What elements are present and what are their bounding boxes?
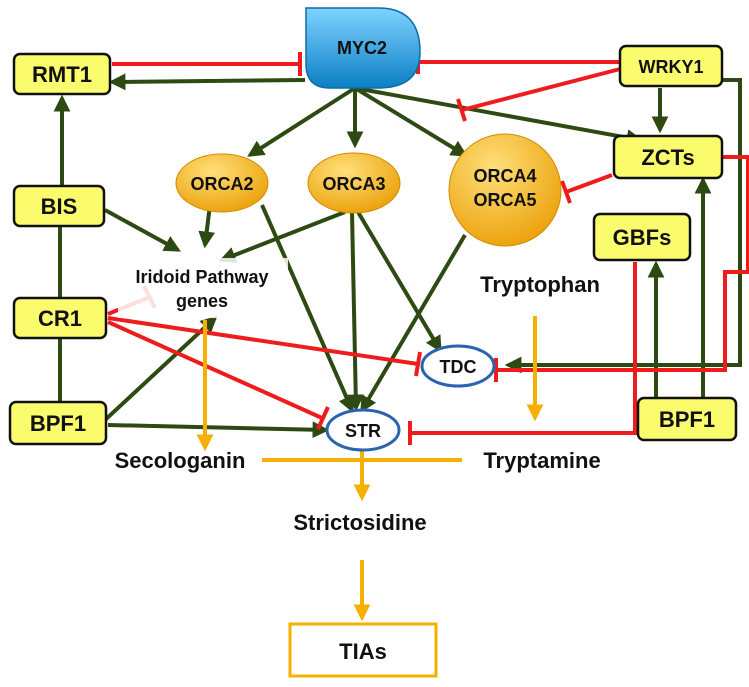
edge-myc2-to-rmt1 <box>108 73 306 91</box>
rmt1-label: RMT1 <box>32 62 92 87</box>
strictosidine-label: Strictosidine <box>293 510 426 535</box>
tias-label: TIAs <box>339 639 387 664</box>
node-orca4-orca5: ORCA4 ORCA5 <box>448 133 562 247</box>
edge-bpf1-to-iridoid <box>103 315 218 422</box>
edge-bpf1-to-str <box>107 421 330 439</box>
node-rmt1: RMT1 <box>12 52 112 96</box>
tryptophan-label: Tryptophan <box>480 272 600 297</box>
node-zcts: ZCTs <box>612 134 724 180</box>
wrky1-label: WRKY1 <box>638 57 703 77</box>
edge-zcts-represses-orca45 <box>565 173 613 194</box>
edge-orca2-to-iridoid <box>198 204 216 249</box>
edge-myc2-to-zcts <box>354 86 644 146</box>
myc2-label: MYC2 <box>337 38 387 58</box>
node-iridoid-pathway: Iridoid Pathway genes <box>118 258 288 318</box>
edge-cr1-represses-str <box>107 320 323 420</box>
str-label: STR <box>345 421 381 441</box>
edge-orca3-to-str <box>347 211 365 412</box>
edge-wrky1-orca-bar <box>456 98 467 122</box>
orca5-label: ORCA5 <box>473 190 536 210</box>
node-gbfs: GBFs <box>592 212 692 262</box>
bis-label: BIS <box>41 194 78 219</box>
node-orca2: ORCA2 <box>175 153 269 213</box>
iridoid-label-line1: Iridoid Pathway <box>135 267 268 287</box>
cr1-label: CR1 <box>38 306 82 331</box>
iridoid-label-line2: genes <box>176 291 228 311</box>
edge-wrky1-to-tdc <box>504 78 742 374</box>
activation-edges <box>53 73 742 439</box>
node-cr1: CR1 <box>12 296 108 340</box>
node-bis: BIS <box>12 184 106 228</box>
node-orca3: ORCA3 <box>307 152 401 214</box>
node-bpf1-left: BPF1 <box>8 400 108 446</box>
edge-cr1-represses-tdc <box>107 316 419 366</box>
gbfs-label: GBFs <box>613 225 672 250</box>
orca4-label: ORCA4 <box>473 166 536 186</box>
edge-orca45-to-str <box>360 233 467 413</box>
edge-zcts-orca45-bar <box>560 180 572 204</box>
edge-zcts-represses-tdc <box>496 155 749 372</box>
orca2-label: ORCA2 <box>190 174 253 194</box>
edge-cr1-tdc-bar <box>414 351 422 377</box>
zcts-label: ZCTs <box>641 145 694 170</box>
node-wrky1: WRKY1 <box>618 44 724 88</box>
node-bpf1-right: BPF1 <box>636 396 738 442</box>
edge-gbfs-represses-str <box>410 262 637 435</box>
edge-myc2-to-orca2 <box>247 86 357 157</box>
metabolic-flow <box>196 316 544 622</box>
tryptamine-label: Tryptamine <box>483 448 600 473</box>
edge-bis-to-iridoid <box>104 208 181 252</box>
node-str: STR <box>325 408 401 452</box>
node-myc2: MYC2 <box>305 7 421 89</box>
node-tias: TIAs <box>288 622 438 678</box>
edge-wrky1-represses-orca <box>461 66 625 112</box>
edge-myc2-to-orca45 <box>353 86 468 157</box>
node-tdc: TDC <box>420 344 496 388</box>
edge-orca3-to-tdc <box>356 210 442 353</box>
edge-cr1-str-bar <box>316 406 330 430</box>
repression-edges <box>107 50 749 445</box>
edge-orca2-to-str <box>260 204 355 414</box>
bpf1-left-label: BPF1 <box>30 411 86 436</box>
bpf1-right-label: BPF1 <box>659 407 715 432</box>
tdc-label: TDC <box>440 357 477 377</box>
secologanin-label: Secologanin <box>115 448 246 473</box>
edge-orca3-to-iridoid <box>218 210 346 263</box>
orca3-label: ORCA3 <box>322 174 385 194</box>
